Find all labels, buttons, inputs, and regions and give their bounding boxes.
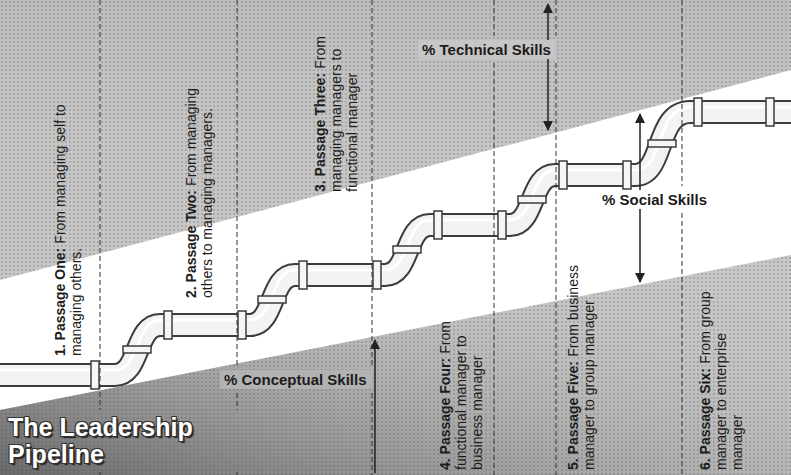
passage-label: 6. Passage Six:From group manager to ent… [697, 278, 745, 470]
passage-label: 5. Passage Five:From business manager to… [565, 248, 597, 470]
passage-label: 1. Passage One:From managing self to man… [52, 71, 84, 356]
pipe-highlight [0, 107, 791, 370]
skill-arrows [375, 4, 640, 473]
pipe-body [0, 112, 791, 375]
skill-label: % Social Skills [598, 190, 711, 209]
passage-label: 2. Passage Two:From managing others to m… [183, 60, 215, 298]
column-divider [100, 472, 101, 475]
passage-heading: 1. Passage One: [52, 248, 68, 356]
passage-label: 4. Passage Four:From functional manager … [437, 298, 485, 470]
column-divider [494, 0, 495, 36]
column-divider [100, 0, 101, 410]
conceptual-arrow [374, 340, 376, 473]
passage-heading: 4. Passage Four: [437, 358, 453, 470]
column-divider [556, 63, 557, 475]
diagram-title: The Leadership Pipeline [8, 414, 238, 468]
column-divider [372, 393, 373, 475]
pipeline-illustration [0, 98, 791, 389]
column-divider [237, 393, 238, 410]
column-divider [237, 0, 238, 366]
passage-label: 3. Passage Three:From managing managers … [312, 14, 360, 192]
passage-heading: 5. Passage Five: [565, 361, 581, 470]
passage-heading: 2. Passage Two: [183, 190, 199, 298]
skill-label: % Technical Skills [418, 40, 555, 59]
technical-arrow [547, 4, 549, 130]
column-divider [556, 0, 557, 36]
column-divider [372, 0, 373, 366]
passage-heading: 6. Passage Six: [697, 368, 713, 470]
column-divider [494, 63, 495, 475]
skill-label: % Conceptual Skills [220, 370, 371, 389]
column-divider [682, 0, 683, 186]
column-divider [237, 472, 238, 475]
pipe-outline [0, 112, 791, 375]
column-divider [682, 213, 683, 475]
passage-heading: 3. Passage Three: [312, 73, 328, 192]
